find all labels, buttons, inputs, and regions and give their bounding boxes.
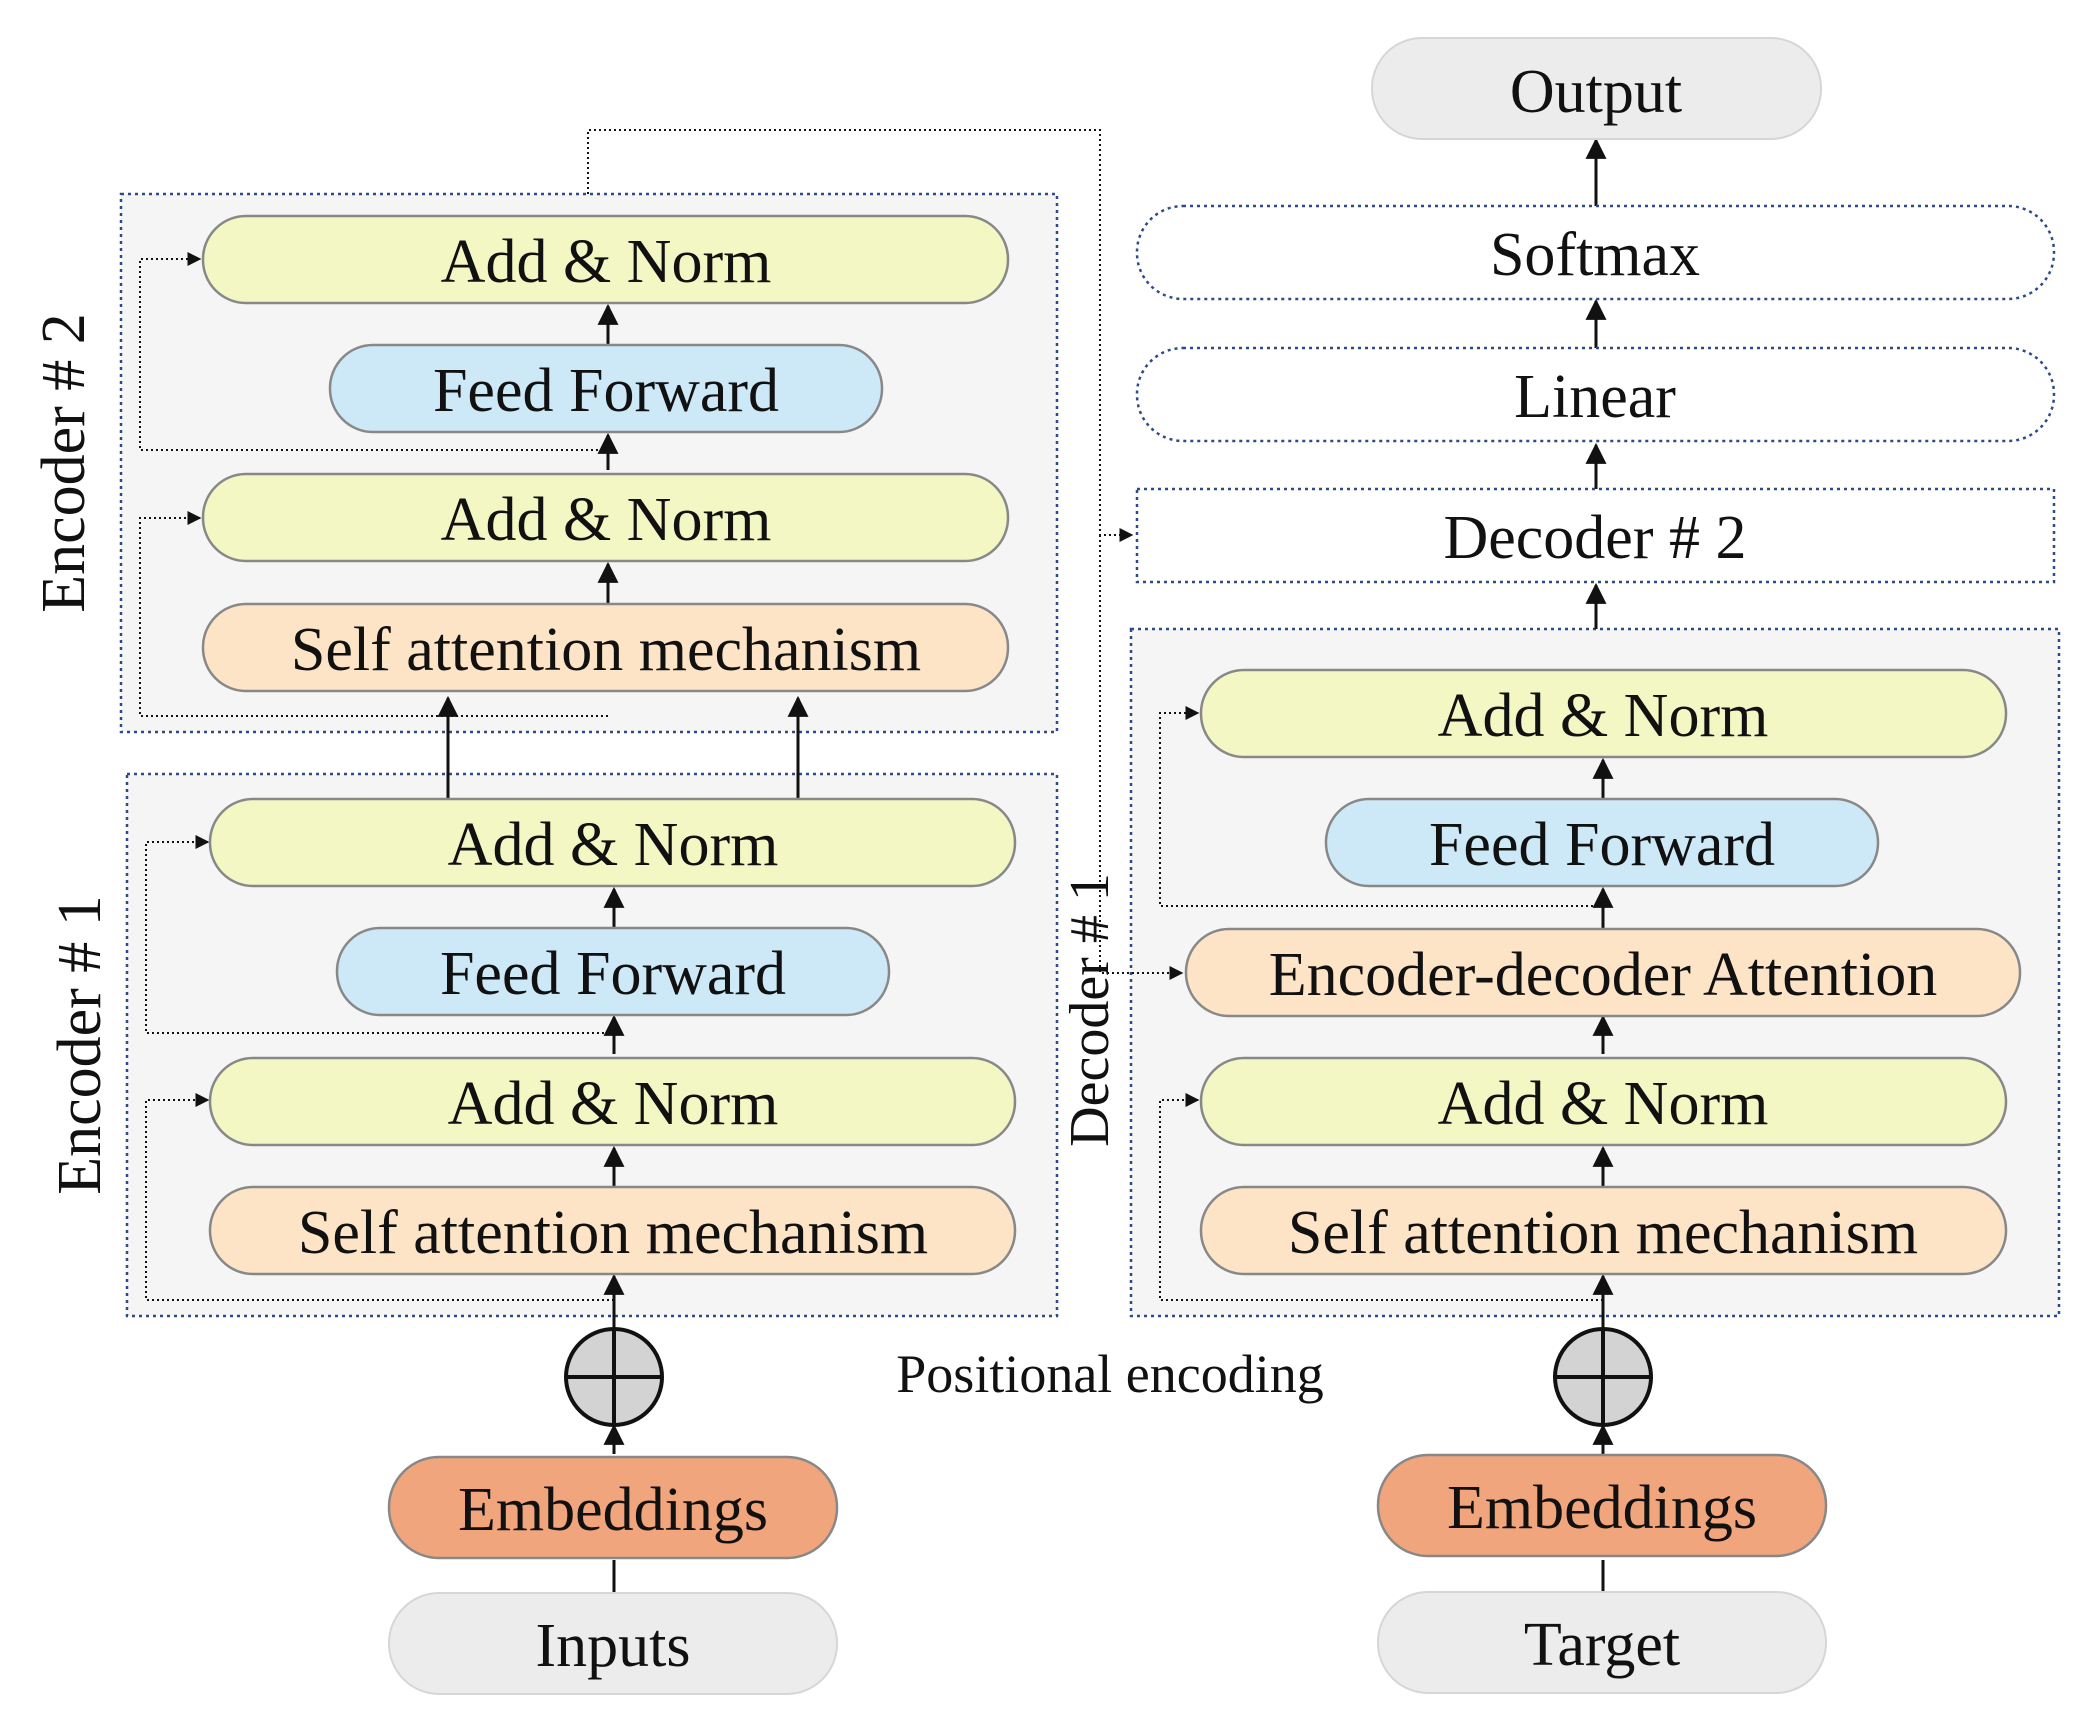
enc1-residual-top <box>145 835 614 1034</box>
enc1-feed-forward <box>335 926 891 1017</box>
dec1-enc-dec-attention-label: Encoder-decoder Attention <box>1269 941 1937 1009</box>
dec1-add-norm-top <box>1199 668 2008 759</box>
softmax-label: Softmax <box>1490 221 1700 289</box>
decoder2-box <box>1135 487 2056 584</box>
target-box <box>1377 1591 1827 1694</box>
positional-encoding-input-icon <box>564 1327 664 1427</box>
enc2-add-norm-top-label: Add & Norm <box>441 228 772 296</box>
enc1-self-attention <box>208 1185 1017 1276</box>
enc2-feed-forward <box>328 343 884 434</box>
dec1-feed-forward <box>1324 797 1880 888</box>
positional-encoding-label: Positional encoding <box>896 1344 1323 1404</box>
dec1-residual-top <box>1159 706 1603 907</box>
enc1-feed-forward-label: Feed Forward <box>440 940 786 1008</box>
dec1-residual-bottom <box>1159 1093 1603 1301</box>
dec1-add-norm-bottom <box>1199 1056 2008 1147</box>
dec1-add-norm-bottom-label: Add & Norm <box>1438 1070 1769 1138</box>
output-box <box>1371 37 1822 140</box>
dec1-feed-forward-label: Feed Forward <box>1429 811 1775 879</box>
enc1-self-attention-label: Self attention mechanism <box>298 1199 928 1267</box>
softmax-box <box>1135 204 2056 301</box>
decoder2-label: Decoder # 2 <box>1444 504 1747 572</box>
inputs-box <box>388 1592 838 1695</box>
positional-encoding-target-icon <box>1553 1327 1653 1427</box>
target-label: Target <box>1524 1611 1680 1679</box>
enc1-add-norm-top <box>208 797 1017 888</box>
enc2-self-attention-label: Self attention mechanism <box>291 616 921 684</box>
enc-to-dec1-attention-connector <box>1099 535 1184 980</box>
dec1-enc-dec-attention <box>1184 927 2022 1018</box>
dec1-self-attention-label: Self attention mechanism <box>1288 1199 1918 1267</box>
input-embeddings-label: Embeddings <box>458 1476 768 1544</box>
inputs-label: Inputs <box>536 1612 691 1680</box>
enc1-add-norm-bottom-label: Add & Norm <box>448 1070 779 1138</box>
enc2-residual-bottom <box>139 511 608 717</box>
decoder1-title: Decoder # 1 <box>1059 873 1121 1147</box>
enc1-add-norm-bottom <box>208 1056 1017 1147</box>
dec1-add-norm-top-label: Add & Norm <box>1438 682 1769 750</box>
flow-arrows <box>437 137 1614 1592</box>
dec1-self-attention <box>1199 1185 2008 1276</box>
target-embeddings-label: Embeddings <box>1447 1474 1757 1542</box>
encoder2-title: Encoder # 2 <box>30 313 98 613</box>
enc2-add-norm-bottom-label: Add & Norm <box>441 486 772 554</box>
enc1-add-norm-top-label: Add & Norm <box>448 811 779 879</box>
linear-box <box>1135 346 2056 443</box>
target-embeddings <box>1376 1453 1828 1558</box>
enc2-feed-forward-label: Feed Forward <box>433 357 779 425</box>
enc2-self-attention <box>201 602 1010 693</box>
enc2-add-norm-bottom <box>201 472 1010 563</box>
linear-label: Linear <box>1514 363 1676 431</box>
enc2-to-dec2-connector <box>587 129 1134 542</box>
encoder1-title: Encoder # 1 <box>46 895 114 1195</box>
output-label: Output <box>1510 58 1682 126</box>
input-embeddings <box>387 1455 839 1560</box>
enc2-add-norm-top <box>201 214 1010 305</box>
